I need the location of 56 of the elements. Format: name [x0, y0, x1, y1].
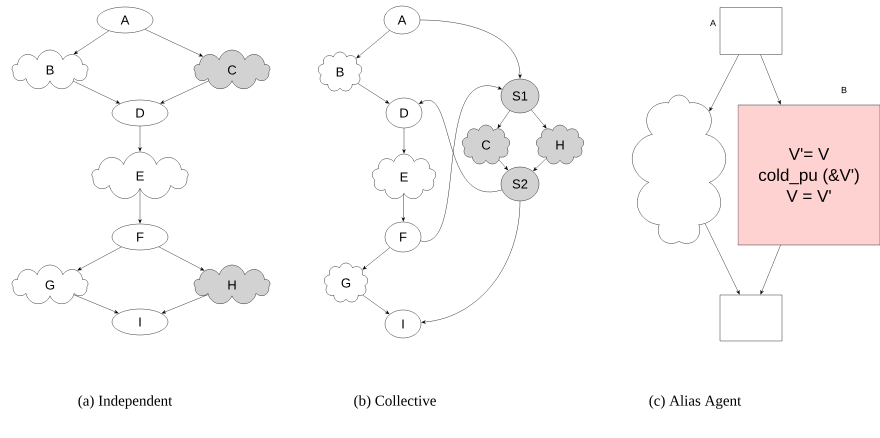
cloud-node: C: [194, 50, 270, 90]
caption: (a) Independent: [78, 395, 172, 409]
arrow: [498, 110, 510, 128]
ellipse-node: S2: [500, 166, 540, 202]
box: V'= V cold_pu (&V') V = V': [738, 104, 880, 246]
arrow: [160, 80, 209, 104]
ellipse-node: S1: [500, 78, 540, 114]
cloud-node: G: [324, 262, 368, 302]
arrow: [73, 81, 120, 104]
arrow: [531, 110, 547, 128]
arrow: [420, 86, 502, 242]
arrow: [760, 54, 781, 104]
cloud-node: B: [12, 50, 88, 90]
arrow: [77, 246, 122, 270]
ellipse-node: F: [384, 222, 422, 252]
caption: (b) Collective: [354, 395, 436, 409]
arrow: [420, 20, 522, 78]
arrow: [709, 54, 739, 112]
arrow: [162, 294, 208, 314]
arrow: [760, 245, 781, 294]
arrow: [358, 83, 390, 104]
ellipse-node: I: [384, 310, 422, 338]
arrow: [498, 160, 508, 170]
ellipse-node: D: [386, 98, 422, 128]
arrow: [158, 246, 204, 271]
arrow: [533, 158, 547, 172]
arrow: [74, 30, 109, 54]
ellipse-node: D: [112, 100, 168, 126]
arrow: [421, 201, 520, 324]
node-label: B: [842, 86, 847, 94]
arrow: [402, 194, 406, 222]
arrow: [144, 29, 204, 57]
cloud-node: [632, 94, 726, 244]
cloud-node: C: [462, 124, 510, 164]
cloud-node: H: [536, 124, 584, 164]
box: [720, 294, 782, 342]
cloud-node: E: [92, 152, 188, 199]
arrow: [138, 126, 142, 152]
arrow: [356, 30, 390, 58]
ellipse-node: F: [112, 224, 168, 250]
ellipse-node: I: [112, 308, 168, 336]
cloud-node: G: [12, 264, 88, 304]
cloud-node: E: [372, 154, 436, 199]
arrow: [362, 247, 390, 270]
arrow: [704, 224, 740, 294]
node-label: A: [710, 20, 716, 26]
arrow: [418, 100, 502, 192]
arrow: [74, 294, 119, 314]
cloud-node: B: [318, 52, 362, 92]
ellipse-node: A: [384, 6, 420, 34]
arrow: [402, 128, 406, 154]
arrow: [362, 294, 390, 314]
cloud-node: H: [194, 264, 270, 304]
caption: (c) Alias Agent: [649, 395, 742, 409]
box: [720, 7, 782, 55]
ellipse-node: A: [96, 6, 154, 34]
